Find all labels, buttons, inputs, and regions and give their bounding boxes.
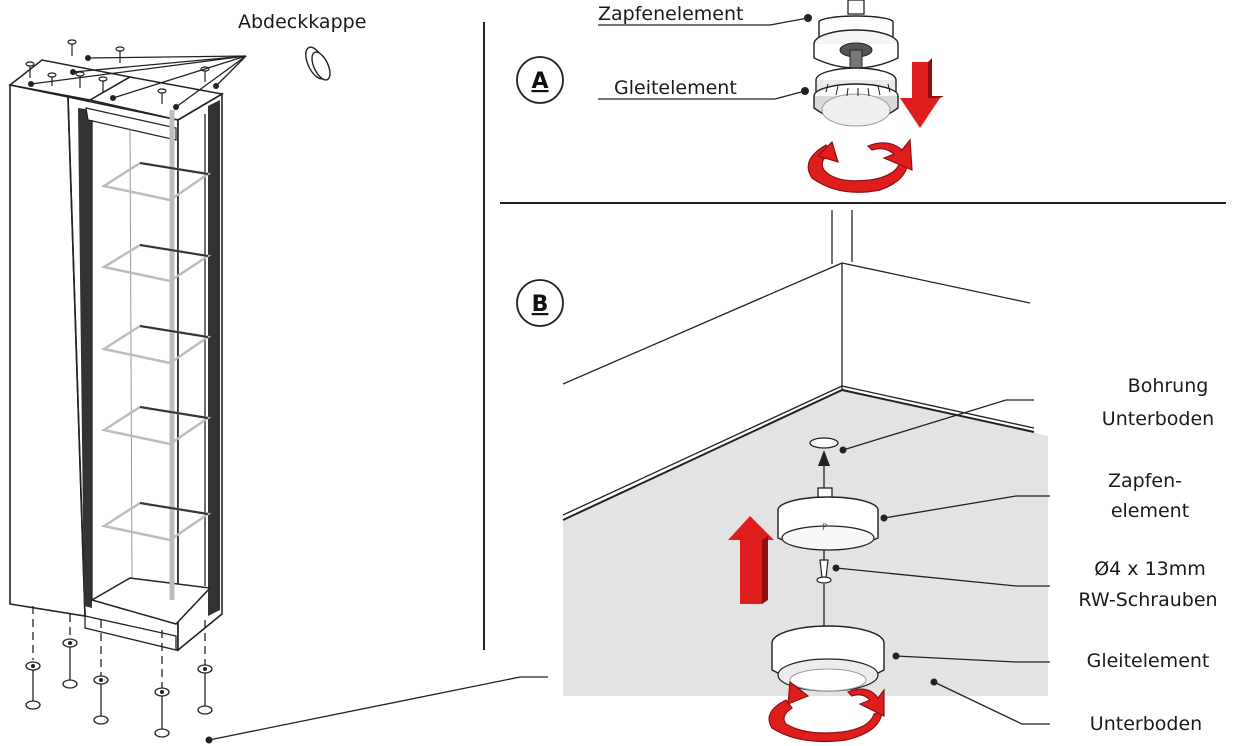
cabinet-feet (25, 606, 213, 738)
section-b-glide-element (771, 625, 885, 692)
section-b-hole-label-line1: Bohrung (1128, 375, 1209, 397)
section-b-badge: B (516, 279, 564, 327)
section-b-up-arrow (728, 516, 774, 604)
section-a-badge: A (516, 56, 564, 104)
cap-label: Abdeckkappe (238, 11, 366, 33)
section-a-rotate-arrow (807, 138, 913, 193)
section-b-pin-label-line2: element (1111, 500, 1189, 522)
cabinet (8, 39, 225, 652)
section-a-pin-label: Zapfenelement (598, 3, 744, 25)
cap-leaders (30, 55, 247, 108)
svg-text:P: P (822, 523, 828, 533)
section-b-drill-hole (809, 437, 839, 449)
section-b-rotate-arrow (768, 680, 885, 743)
section-a-down-arrow (900, 58, 944, 128)
svg-text:A: A (531, 69, 548, 94)
section-a-pin-element (813, 0, 899, 71)
section-a-glide-element (813, 67, 899, 127)
section-b-screw (816, 550, 832, 640)
cap-icon (305, 46, 331, 81)
section-b-base-label: Unterboden (1090, 713, 1202, 735)
section-b-screw-label-line1: Ø4 x 13mm (1094, 558, 1206, 580)
section-b-pin-element: P (777, 487, 879, 551)
detail-leader (208, 676, 521, 741)
shelf-supports (139, 162, 209, 515)
svg-text:B: B (532, 292, 549, 317)
section-b-cabinet-floor (562, 210, 1048, 696)
section-b-hole-label-line2: Unterboden (1102, 408, 1214, 430)
section-b-glide-label: Gleitelement (1087, 650, 1210, 672)
section-b-pin-label-line1: Zapfen- (1108, 470, 1182, 492)
section-a-glide-label: Gleitelement (614, 77, 737, 99)
section-b-screw-label-line2: RW-Schrauben (1078, 589, 1217, 611)
